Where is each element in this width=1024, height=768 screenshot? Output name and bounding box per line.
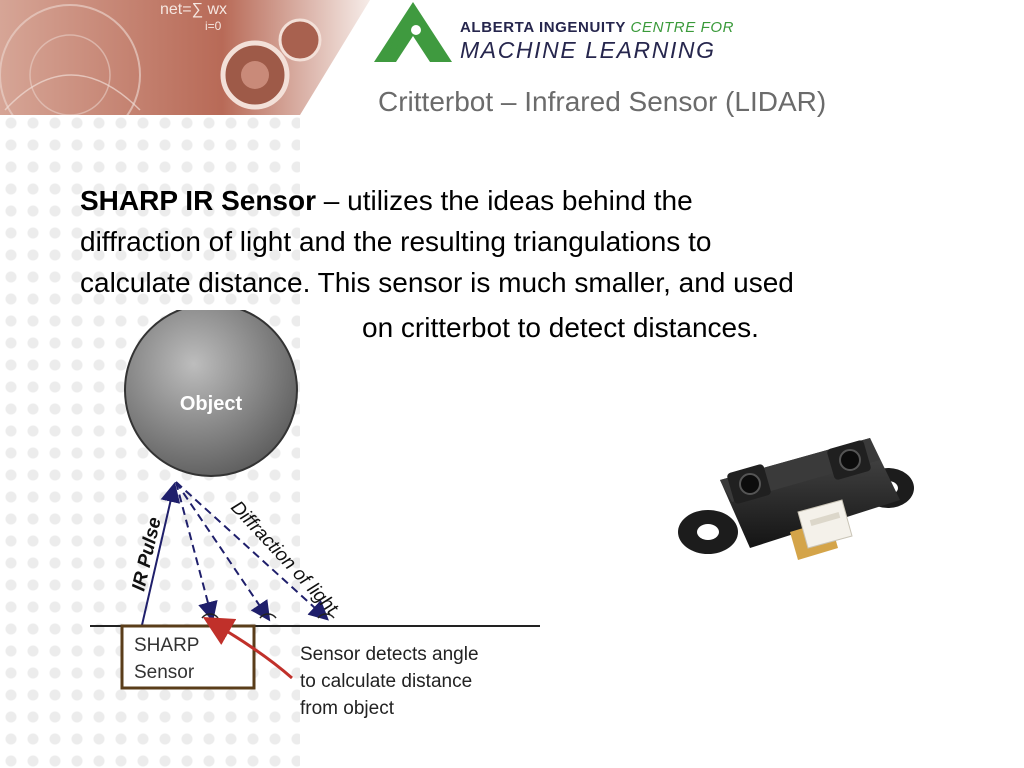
ir-pulse-arrow — [141, 482, 181, 626]
header-banner-image: net=∑ wx i=0 — [0, 0, 370, 115]
angle-arc-3 — [317, 613, 335, 619]
object-label: Object — [180, 393, 243, 415]
body-line-3: calculate distance. This sensor is much … — [80, 267, 794, 298]
body-line-4: on critterbot to detect distances. — [362, 312, 759, 343]
sensor-label-line1: SHARP — [134, 635, 199, 656]
caption-line3: from object — [300, 698, 395, 719]
slide-title: Critterbot – Infrared Sensor (LIDAR) — [378, 86, 827, 117]
angle-arc-1 — [201, 613, 219, 619]
diffraction-arrow-1 — [175, 481, 218, 622]
logo-line1-accent: CENTRE FOR — [630, 19, 735, 36]
slide-body: SHARP IR Sensor – utilizes the ideas beh… — [80, 180, 980, 348]
logo-line-2: MACHINE LEARNING — [460, 37, 716, 63]
angle-arc-2 — [259, 613, 277, 619]
logo-triangle-icon — [374, 2, 452, 62]
body-line-1: – utilizes the ideas behind the — [316, 185, 693, 216]
logo-line1-main: ALBERTA INGENUITY — [460, 19, 626, 36]
sharp-sensor-photo — [678, 438, 914, 560]
object-circle — [124, 310, 298, 477]
body-bold-term: SHARP IR Sensor — [80, 185, 316, 216]
banner-formula: net=∑ wx — [160, 1, 227, 18]
red-curved-arrow — [202, 617, 293, 680]
ir-pulse-label: IR Pulse — [128, 515, 165, 593]
caption-line2: to calculate distance — [300, 671, 472, 692]
sharp-sensor-diagram: Object IR Pulse Diffraction of light SHA… — [90, 310, 540, 719]
sensor-label-line2: Sensor — [134, 662, 195, 683]
aicml-logo: ALBERTA INGENUITY CENTRE FOR MACHINE LEA… — [368, 0, 768, 70]
body-line-2: diffraction of light and the resulting t… — [80, 226, 712, 257]
logo-line-1: ALBERTA INGENUITY CENTRE FOR — [460, 19, 734, 36]
diffraction-arrow-2 — [175, 481, 271, 622]
diffraction-label: Diffraction of light — [226, 497, 342, 619]
caption-line1: Sensor detects angle — [300, 644, 479, 665]
diffraction-arrow-3 — [175, 481, 329, 621]
banner-subscript: i=0 — [205, 19, 222, 33]
